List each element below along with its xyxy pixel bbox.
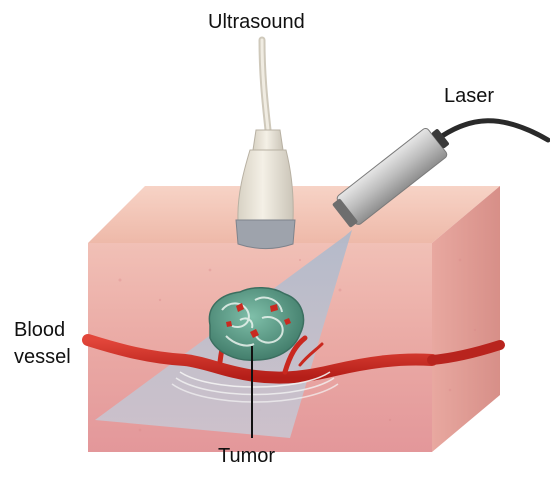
tissue-top-face [88, 186, 500, 243]
laser-label: Laser [444, 85, 495, 107]
ultrasound-label: Ultrasound [208, 11, 305, 33]
blood-vessel-label-line2: vessel [14, 346, 71, 368]
blood-vessel-label-line1: Blood [14, 319, 66, 341]
laser-device [332, 118, 550, 228]
tumor [208, 287, 305, 361]
ultrasound-probe [235, 36, 296, 249]
tumor-label: Tumor [218, 445, 276, 467]
tissue-side-face [432, 186, 500, 452]
